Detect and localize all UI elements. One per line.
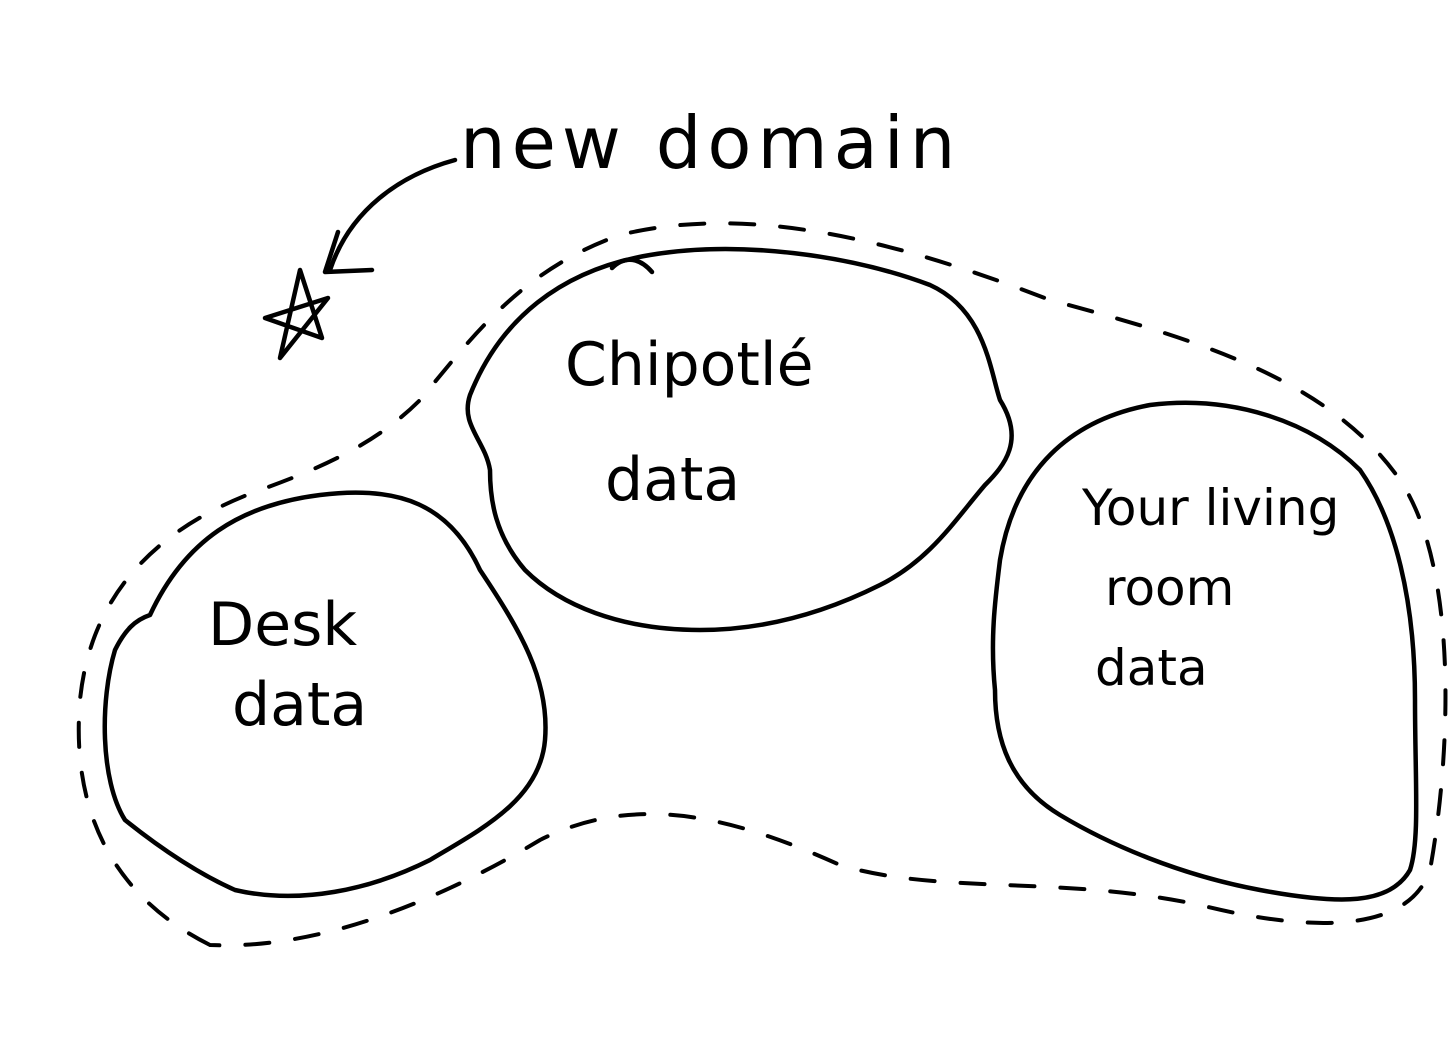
chipotle-outline-tick bbox=[609, 257, 655, 275]
desk-data-cluster: Desk data bbox=[102, 490, 548, 899]
chipotle-data-cluster: Chipotlé data bbox=[465, 246, 1014, 633]
living-room-data-line-2: room bbox=[1105, 559, 1234, 617]
living-room-data-cluster: Your living room data bbox=[990, 400, 1419, 902]
desk-data-line-2: data bbox=[232, 670, 367, 740]
living-room-data-line-3: data bbox=[1095, 639, 1208, 697]
chipotle-data-line-1: Chipotlé bbox=[565, 330, 814, 400]
living-room-data-outline bbox=[990, 400, 1419, 902]
chipotle-data-line-2: data bbox=[605, 445, 740, 515]
arrow-icon bbox=[322, 157, 458, 275]
desk-data-outline bbox=[102, 490, 548, 899]
living-room-data-line-1: Your living bbox=[1081, 479, 1339, 537]
new-domain-label: new domain bbox=[460, 101, 961, 185]
arrow-shaft bbox=[327, 157, 458, 273]
star-icon bbox=[262, 267, 331, 361]
arrow-head bbox=[322, 229, 375, 275]
desk-data-line-1: Desk bbox=[208, 590, 357, 660]
chipotle-data-outline bbox=[465, 246, 1014, 633]
combined-domain-boundary bbox=[76, 221, 1448, 948]
